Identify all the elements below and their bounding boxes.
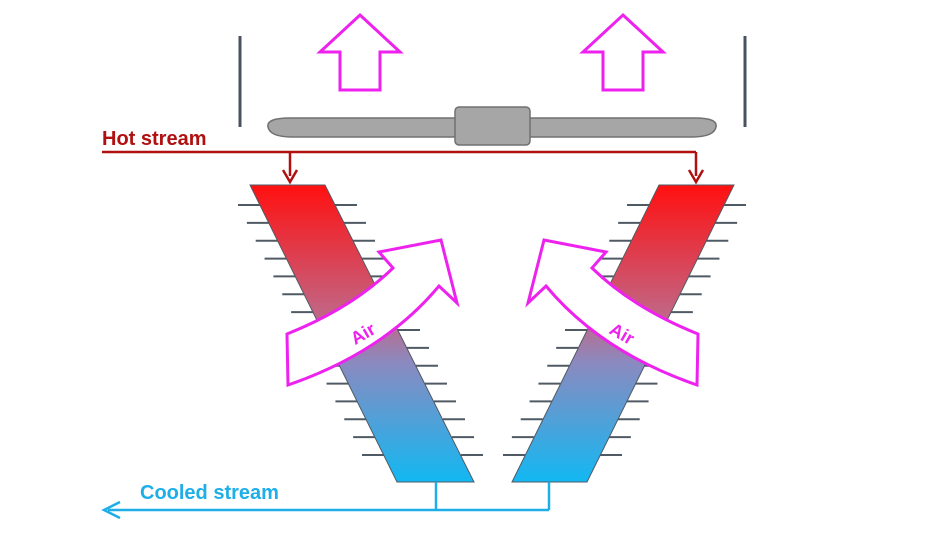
fan-icon (267, 106, 717, 146)
hot-stream-label: Hot stream (102, 128, 206, 150)
up-arrow-icon (579, 12, 667, 92)
up-arrow-icon (316, 12, 404, 92)
cooled-stream-arrowhead (101, 500, 121, 520)
hot-stream-line (102, 150, 698, 176)
cooled-stream-label: Cooled stream (140, 482, 279, 504)
air-arrow-right (525, 238, 700, 388)
air-arrow-left (285, 238, 460, 388)
hot-stream-arrowhead-right (687, 169, 705, 185)
hot-stream-arrowhead-left (281, 169, 299, 185)
cooled-stream-line (108, 482, 551, 512)
